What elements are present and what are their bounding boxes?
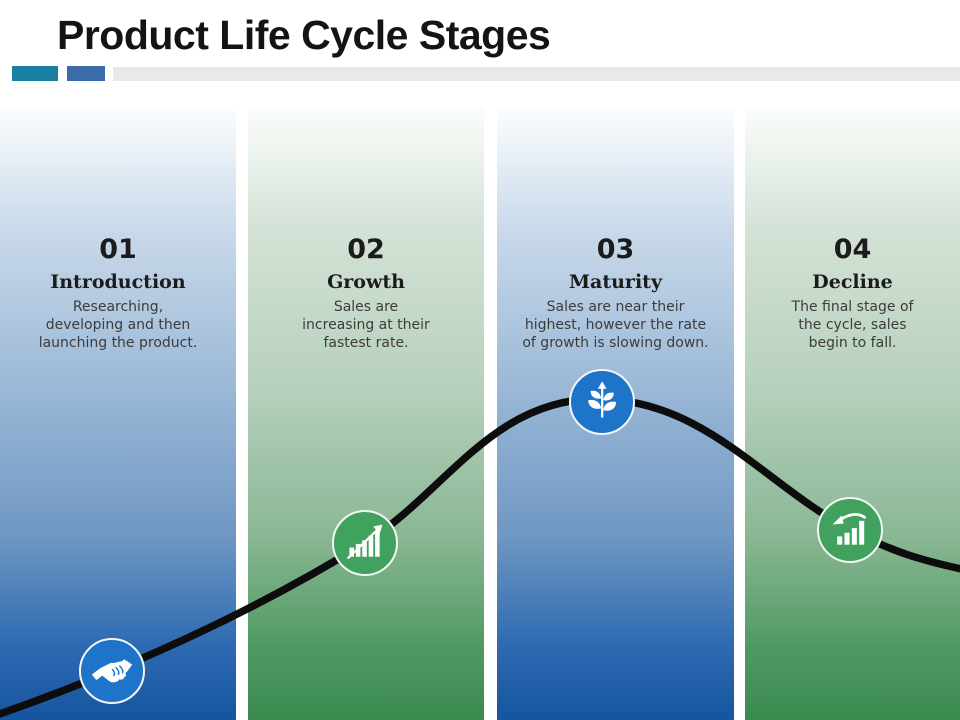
accent-bar-blue [67, 66, 105, 81]
handshake-icon [79, 638, 145, 704]
stage-column-decline: 04 Decline The final stage of the cycle,… [745, 108, 960, 720]
stage-name: Growth [327, 271, 405, 293]
stage-number: 03 [596, 234, 635, 265]
stage-description: Researching, developing and then launchi… [38, 298, 198, 351]
stage-description: Sales are near their highest, however th… [522, 298, 709, 351]
divider-bar [113, 67, 960, 81]
stage-name: Introduction [50, 271, 186, 293]
stage-number: 04 [833, 234, 872, 265]
stage-column-growth: 02 Growth Sales are increasing at their … [248, 108, 484, 720]
accent-bar-teal [12, 66, 58, 81]
stage-name: Maturity [569, 271, 662, 293]
plant-growth-icon [569, 369, 635, 435]
stage-description: Sales are increasing at their fastest ra… [302, 298, 430, 351]
stage-name: Decline [812, 271, 893, 293]
growth-bars-icon [332, 510, 398, 576]
stage-number: 01 [99, 234, 137, 265]
stage-number: 02 [347, 234, 385, 265]
declining-chart-icon [817, 497, 883, 563]
page-title: Product Life Cycle Stages [57, 12, 551, 58]
stage-description: The final stage of the cycle, sales begi… [791, 298, 914, 351]
stage-column-introduction: 01 Introduction Researching, developing … [0, 108, 236, 720]
